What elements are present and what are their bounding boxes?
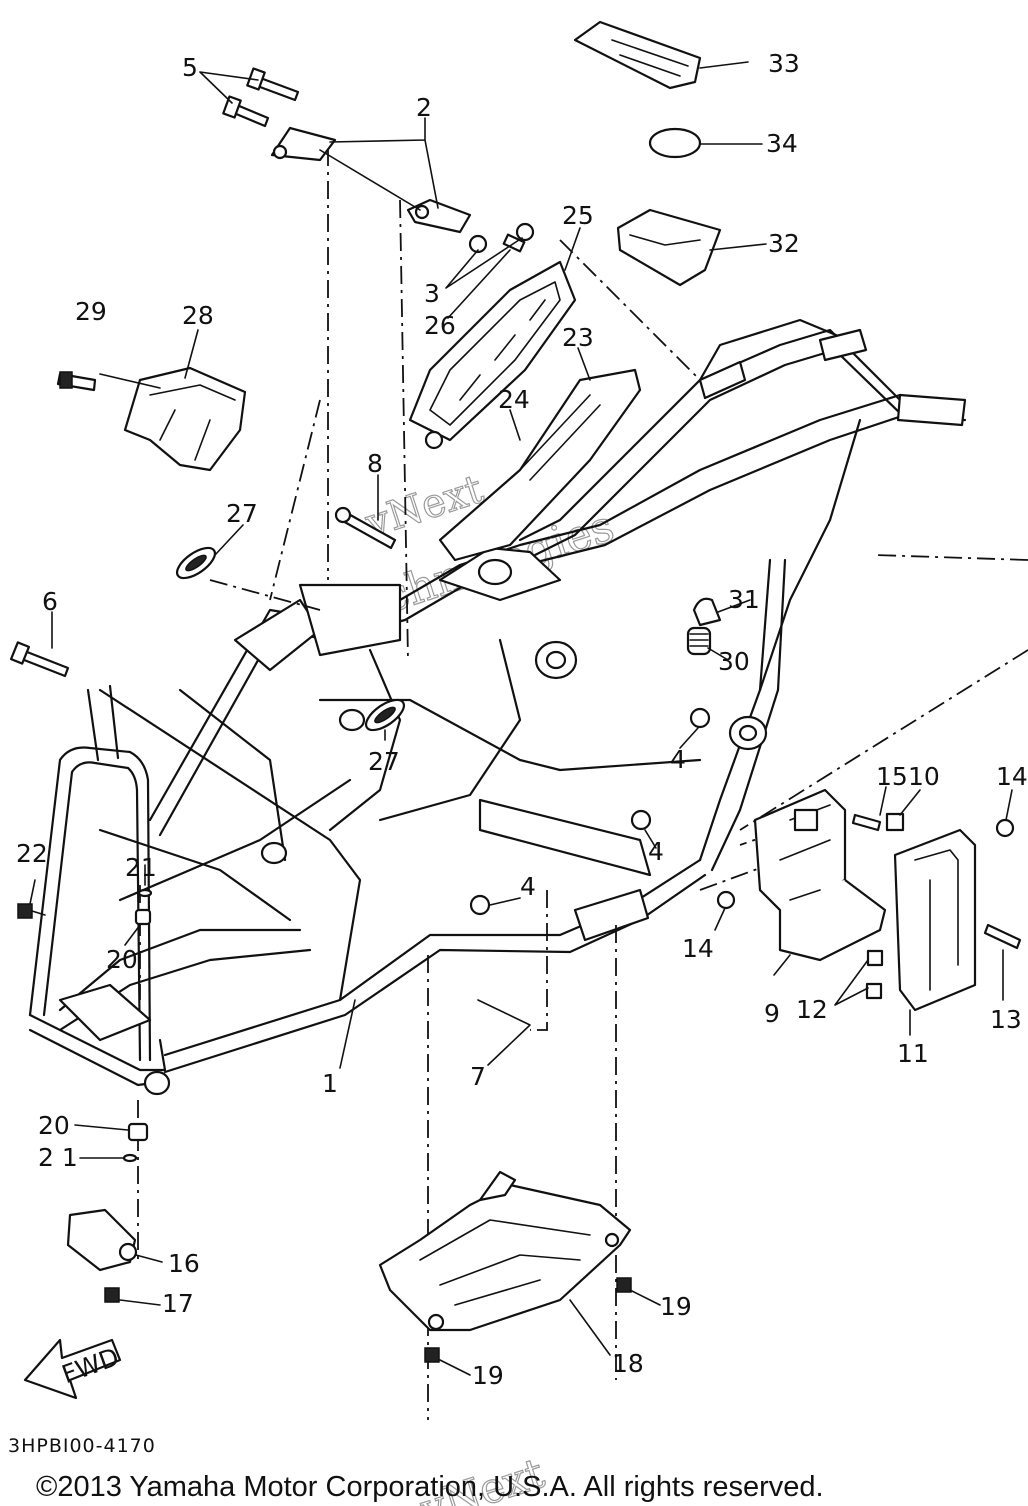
callout-10: 10 bbox=[908, 762, 940, 791]
callout-32: 32 bbox=[768, 229, 800, 258]
callout-17: 17 bbox=[162, 1289, 194, 1318]
callout-21-lower: 2 1 bbox=[38, 1143, 78, 1172]
bolt-19 bbox=[424, 1277, 632, 1363]
battery-cover-11 bbox=[893, 828, 977, 1012]
bracket-16 bbox=[66, 1208, 138, 1272]
callout-31: 31 bbox=[728, 585, 760, 614]
bolt-17 bbox=[104, 1287, 120, 1303]
callout-30: 30 bbox=[718, 647, 750, 676]
clip-31-30 bbox=[686, 597, 722, 656]
pouch-32 bbox=[616, 208, 722, 287]
callout-numbers: 5 2 3 26 25 23 24 29 28 8 27 6 27 4 4 4 … bbox=[16, 49, 1028, 1390]
callout-20-lower: 20 bbox=[38, 1111, 70, 1140]
callout-11: 11 bbox=[897, 1039, 929, 1068]
callout-6: 6 bbox=[42, 587, 58, 616]
bolt-6 bbox=[9, 641, 70, 678]
callout-27-bottom: 27 bbox=[368, 747, 400, 776]
fwd-arrow-icon: FWD bbox=[23, 1338, 123, 1400]
bolt-29 bbox=[56, 371, 97, 392]
callout-19-left: 19 bbox=[472, 1361, 504, 1390]
callout-5: 5 bbox=[182, 53, 198, 82]
cover-28 bbox=[123, 366, 247, 472]
bracket-2 bbox=[270, 126, 472, 234]
callout-21-upper: 21 bbox=[125, 853, 157, 882]
callout-13: 13 bbox=[990, 1005, 1022, 1034]
callout-28: 28 bbox=[182, 301, 214, 330]
main-frame bbox=[28, 318, 967, 1096]
copyright-text: ©2013 Yamaha Motor Corporation, U.S.A. A… bbox=[36, 1471, 824, 1503]
callout-15: 15 bbox=[876, 762, 908, 791]
nut-3 bbox=[468, 222, 535, 254]
pad-33 bbox=[573, 20, 702, 90]
callout-4-upper: 4 bbox=[670, 745, 686, 774]
diagram-code: 3HPBI00-4170 bbox=[8, 1435, 156, 1457]
leader-lines bbox=[29, 61, 1013, 1376]
bolt-8 bbox=[334, 506, 397, 550]
callout-8: 8 bbox=[367, 449, 383, 478]
callout-9: 9 bbox=[764, 999, 780, 1028]
callout-7: 7 bbox=[470, 1062, 486, 1091]
callout-3: 3 bbox=[424, 279, 440, 308]
callout-4-middle: 4 bbox=[648, 837, 664, 866]
plate-25 bbox=[408, 260, 577, 442]
bracket-23-24 bbox=[424, 368, 642, 562]
callout-22: 22 bbox=[16, 839, 48, 868]
callout-20-upper: 20 bbox=[106, 945, 138, 974]
callout-33: 33 bbox=[768, 49, 800, 78]
bushing-20-21 bbox=[122, 888, 153, 1163]
block-10-12 bbox=[865, 812, 905, 1000]
bolts-13-14-15 bbox=[716, 813, 1022, 950]
callout-18: 18 bbox=[612, 1349, 644, 1378]
callout-2: 2 bbox=[416, 93, 432, 122]
callout-34: 34 bbox=[766, 129, 798, 158]
callout-1: 1 bbox=[322, 1069, 338, 1098]
callout-14-right: 14 bbox=[996, 762, 1028, 791]
callout-24: 24 bbox=[498, 385, 530, 414]
seal-34 bbox=[648, 127, 702, 159]
battery-box-9 bbox=[753, 788, 887, 962]
callout-12: 12 bbox=[796, 995, 828, 1024]
callout-14-left: 14 bbox=[682, 934, 714, 963]
callout-23: 23 bbox=[562, 323, 594, 352]
callout-26: 26 bbox=[424, 311, 456, 340]
nut-4 bbox=[469, 707, 711, 916]
callout-16: 16 bbox=[168, 1249, 200, 1278]
callout-25: 25 bbox=[562, 201, 594, 230]
callout-27-top: 27 bbox=[226, 499, 258, 528]
callout-4-lower: 4 bbox=[520, 872, 536, 901]
grommet-27 bbox=[175, 546, 406, 732]
callout-29: 29 bbox=[75, 297, 107, 326]
bolt-22 bbox=[17, 903, 46, 919]
callout-19-right: 19 bbox=[660, 1292, 692, 1321]
skid-plate-18 bbox=[378, 1170, 632, 1332]
